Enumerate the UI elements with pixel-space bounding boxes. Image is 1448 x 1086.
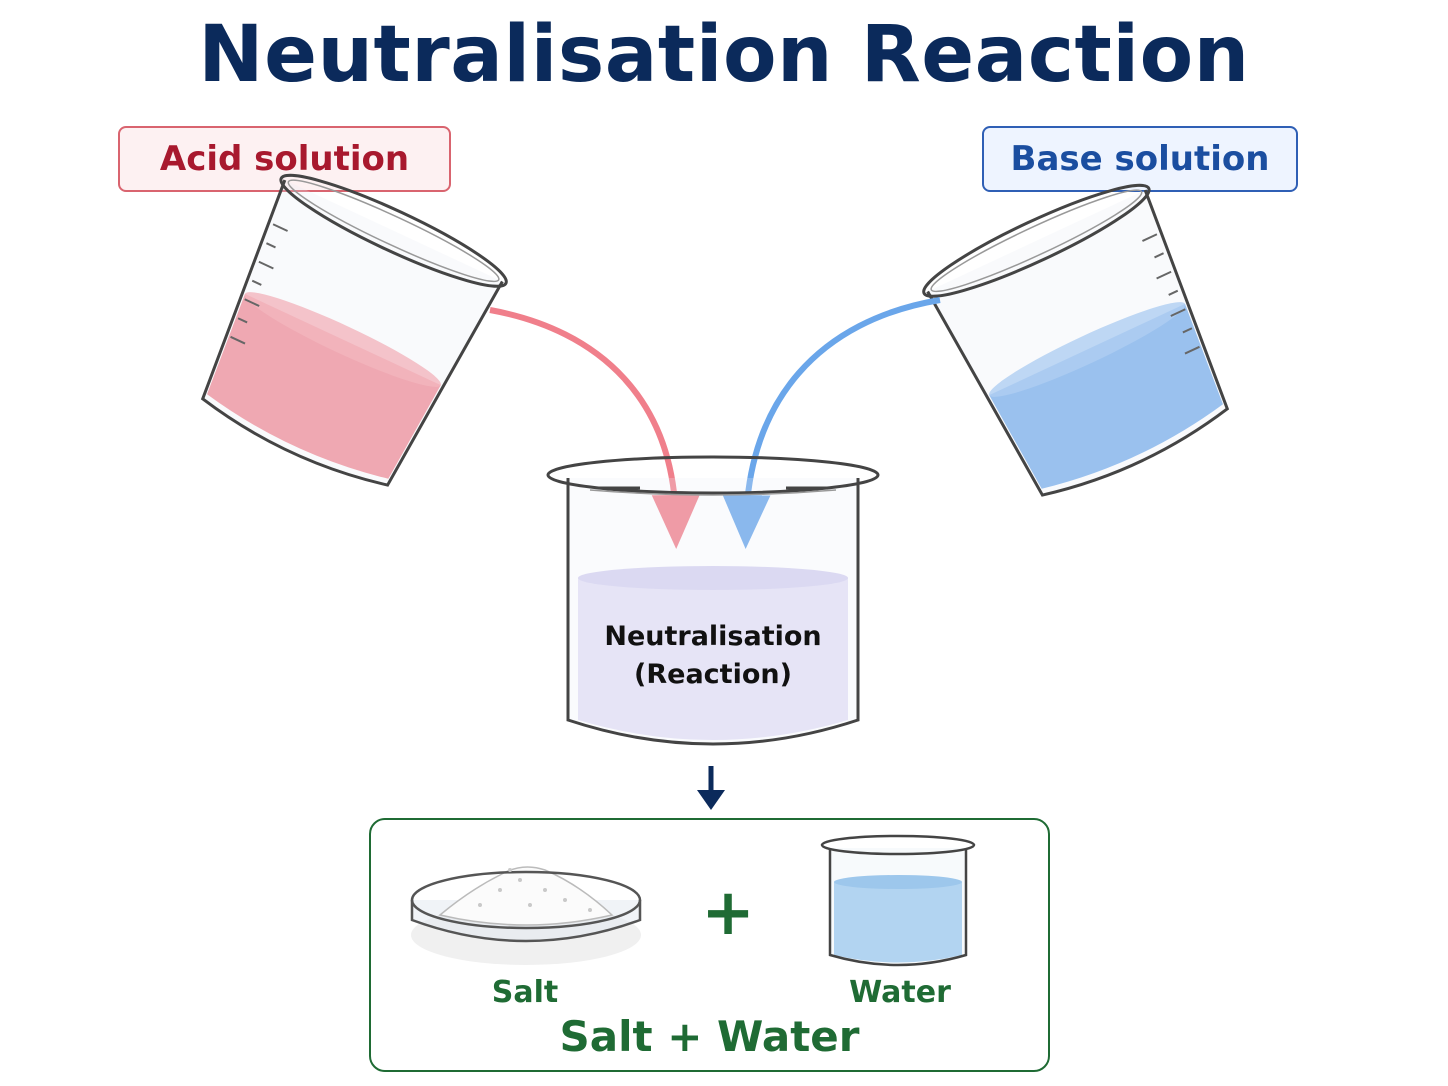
- reaction-liquid: [578, 578, 848, 740]
- water-liquid: [834, 882, 962, 963]
- water-beaker-icon: [820, 834, 976, 967]
- water-label: Water: [849, 975, 951, 1010]
- products-summary: Salt + Water: [559, 1012, 860, 1061]
- base-solution-text: Base solution: [1010, 139, 1270, 179]
- acid-solution-text: Acid solution: [159, 139, 410, 179]
- base-liquid: [989, 303, 1223, 489]
- reaction-label: Neutralisation (Reaction): [563, 618, 863, 694]
- salt-dish-icon: [410, 866, 642, 965]
- products-box: [369, 818, 1050, 1072]
- reaction-label-line2: (Reaction): [634, 659, 792, 690]
- acid-liquid: [207, 293, 441, 479]
- base-pour-arrow: [722, 297, 941, 549]
- acid-beaker-icon: [200, 173, 508, 487]
- acid-solution-label: Acid solution: [118, 126, 451, 192]
- reaction-label-line1: Neutralisation: [604, 621, 822, 652]
- reaction-beaker-icon: [546, 455, 880, 746]
- salt-label: Salt: [491, 975, 559, 1010]
- base-beaker-icon: [922, 183, 1230, 497]
- acid-pour-arrow: [489, 307, 700, 549]
- base-solution-label: Base solution: [982, 126, 1298, 192]
- down-arrow-icon: [697, 766, 725, 810]
- plus-sign: +: [701, 876, 755, 950]
- page-title: Neutralisation Reaction: [198, 10, 1250, 100]
